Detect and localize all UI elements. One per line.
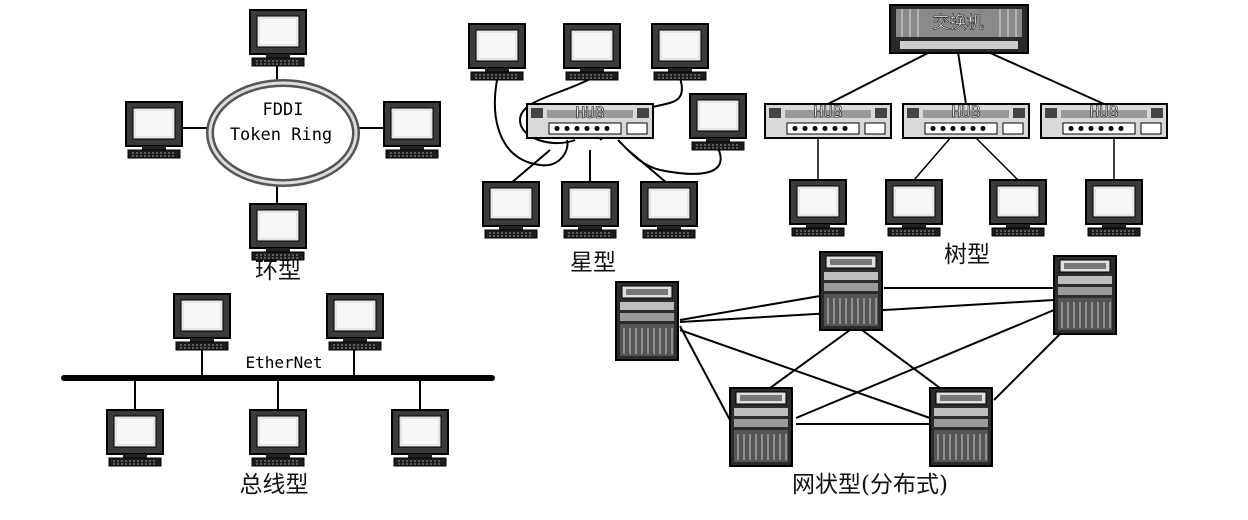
mesh-topology: 网状型(分布式) [615,251,1117,498]
computer-icon [249,409,307,467]
computer-icon [106,409,164,467]
star-topology: HUB 星型 [468,23,747,276]
server-icon [819,251,883,331]
computer-icon [651,23,709,81]
server-icon [929,387,993,467]
backbone-label: EtherNet [245,353,322,372]
computer-icon [249,9,307,67]
bus-caption: 总线型 [240,472,309,498]
server-icon [615,281,679,361]
computer-icon [326,293,384,351]
tree-hub-label: HUB [952,102,981,121]
star-hub-label: HUB [576,103,605,122]
computer-icon [561,181,619,239]
computer-icon [689,93,747,151]
star-cable [493,79,569,167]
star-cable [518,77,593,145]
tree-link [987,51,1105,105]
tree-link [957,51,967,105]
ring-subtitle: Token Ring [230,125,332,145]
computer-icon [125,101,183,159]
tree-topology: 交换机 HUB HUB HUB 树型 [764,4,1168,268]
computer-icon [563,23,621,81]
tree-hub-label: HUB [1090,102,1119,121]
switch-label: 交换机 [933,13,984,33]
computer-icon [249,203,307,261]
computer-icon [1085,179,1143,237]
computer-icon [383,101,441,159]
computer-icon [482,181,540,239]
fddi-ring-highlight [208,81,358,185]
tree-link [973,135,1019,181]
tree-hub-label: HUB [814,102,843,121]
computer-icon [391,409,449,467]
ring-caption: 环型 [255,258,301,284]
star-link [627,149,669,185]
tree-link [913,135,953,181]
server-icon [1053,255,1117,335]
star-link [509,149,551,185]
server-icon [729,387,793,467]
mesh-links [679,287,1061,425]
computer-icon [640,181,698,239]
tree-link [827,51,931,105]
ring-name: FDDI [263,100,304,120]
switch-icon [889,4,1029,54]
mesh-caption: 网状型(分布式) [792,472,948,498]
computer-icon [468,23,526,81]
ring-topology: FDDI Token Ring 环型 [125,9,441,284]
bus-topology: EtherNet 总线型 [61,293,495,498]
computer-icon [989,179,1047,237]
star-caption: 星型 [570,250,616,276]
tree-caption: 树型 [944,242,990,268]
computer-icon [885,179,943,237]
computer-icon [789,179,847,237]
computer-icon [173,293,231,351]
